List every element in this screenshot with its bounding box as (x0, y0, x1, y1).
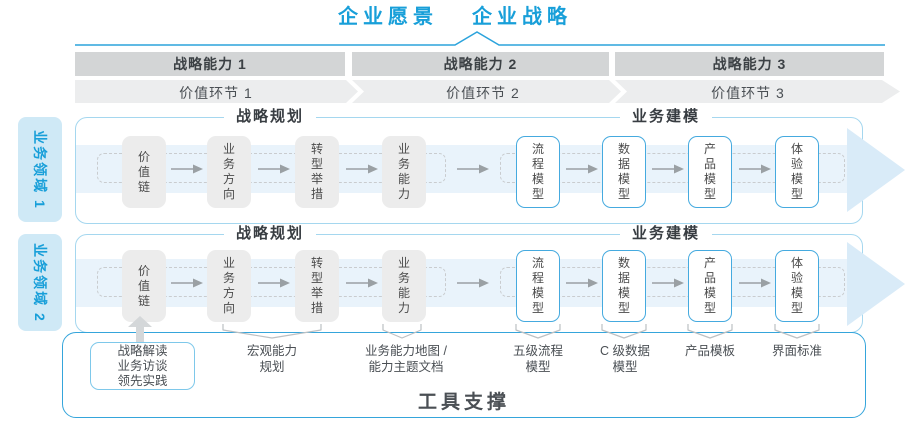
node-transformation-initiatives-row1: 转型举措 (295, 136, 339, 208)
dashed-group-planning-row1 (97, 153, 446, 183)
arrow-right-icon (739, 164, 771, 174)
tool-support-title: 工具支撑 (417, 392, 510, 413)
node-product-model-row2: 产品模型 (688, 250, 732, 322)
arrow-right-icon (258, 278, 290, 288)
arrow-right-icon (739, 278, 771, 288)
strategic-capability-bar-3: 战略能力 3 (615, 52, 884, 76)
business-domain-2-label: 业务领域 2 (18, 234, 62, 331)
node-process-model-row1: 流程模型 (516, 136, 560, 208)
section-header-planning-row1: 战略规划 (223, 108, 317, 126)
node-process-model-row2: 流程模型 (516, 250, 560, 322)
value-link-label-3: 价值环节 3 (711, 85, 785, 101)
node-business-capability-row1: 业务能力 (382, 136, 426, 208)
section-header-modeling-row2: 业务建模 (619, 225, 713, 243)
node-experience-model-row1: 体验模型 (775, 136, 819, 208)
tool-support-container: 工具支撑 (62, 332, 866, 418)
arrow-right-icon (346, 278, 378, 288)
business-domain-1-label: 业务领域 1 (18, 117, 62, 222)
arrow-right-icon (258, 164, 290, 174)
strategic-capability-bar-1: 战略能力 1 (75, 52, 345, 76)
annotation-capability-map-docs: 业务能力地图 / 能力主题文档 (365, 344, 447, 374)
flow-arrowhead-row2 (847, 242, 905, 326)
strategic-capability-bar-2: 战略能力 2 (352, 52, 609, 76)
section-header-modeling-row1: 业务建模 (619, 108, 713, 126)
top-titles: 企业愿景 企业战略 (0, 0, 910, 29)
annotation-product-template: 产品模板 (684, 344, 736, 358)
node-business-direction-row2: 业务方向 (207, 250, 251, 322)
value-link-chevron-band (75, 80, 900, 103)
arrow-right-icon (457, 164, 489, 174)
value-link-label-1: 价值环节 1 (179, 85, 253, 101)
annotation-l5-process-model: 五级流程 模型 (512, 344, 564, 374)
dashed-group-modeling-row2 (500, 267, 845, 297)
node-product-model-row1: 产品模型 (688, 136, 732, 208)
annotation-c-level-data-model: C 级数据 模型 (599, 344, 651, 374)
arrow-right-icon (652, 164, 684, 174)
node-business-direction-row1: 业务方向 (207, 136, 251, 208)
node-business-capability-row2: 业务能力 (382, 250, 426, 322)
node-experience-model-row2: 体验模型 (775, 250, 819, 322)
node-value-chain-row2: 价值链 (122, 250, 166, 322)
arrow-right-icon (346, 164, 378, 174)
node-transformation-initiatives-row2: 转型举措 (295, 250, 339, 322)
section-header-planning-row2: 战略规划 (223, 225, 317, 243)
annotation-macro-capability-planning: 宏观能力 规划 (246, 344, 298, 374)
enterprise-vision-title: 企业愿景 (338, 6, 438, 28)
flow-arrowhead-row1 (847, 128, 905, 212)
arrow-right-icon (171, 164, 203, 174)
arrow-right-icon (652, 278, 684, 288)
node-value-chain-row1: 价值链 (122, 136, 166, 208)
arrow-up-icon (128, 316, 152, 343)
arrow-right-icon (566, 164, 598, 174)
dashed-group-planning-row2 (97, 267, 446, 297)
arrow-right-icon (171, 278, 203, 288)
dashed-group-modeling-row1 (500, 153, 845, 183)
strategy-inputs-box: 战略解读 业务访谈 领先实践 (90, 342, 195, 390)
node-data-model-row1: 数据模型 (602, 136, 646, 208)
value-link-label-2: 价值环节 2 (446, 85, 520, 101)
enterprise-strategy-title: 企业战略 (472, 6, 572, 28)
annotation-ui-standard: 界面标准 (771, 344, 823, 358)
top-divider-peak-line (75, 31, 885, 46)
arrow-right-icon (566, 278, 598, 288)
arrow-right-icon (457, 278, 489, 288)
node-data-model-row2: 数据模型 (602, 250, 646, 322)
